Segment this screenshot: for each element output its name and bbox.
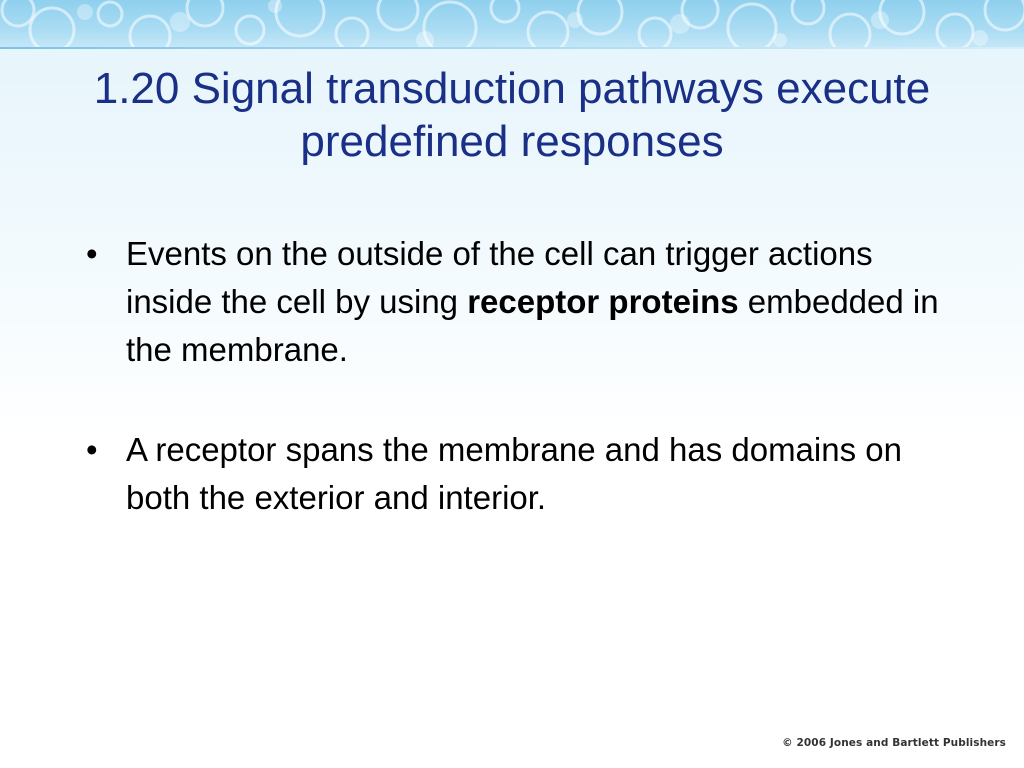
bullet-marker: • [86,235,98,272]
slide-title: 1.20 Signal transduction pathways execut… [93,64,931,166]
bullet-list: • Events on the outside of the cell can … [86,230,946,574]
bullet-bold-term: receptor proteins [467,283,739,320]
bullet-item: • Events on the outside of the cell can … [86,230,946,374]
bullet-text: A receptor spans the membrane and has do… [126,431,902,516]
copyright-notice: © 2006 Jones and Bartlett Publishers [782,737,1006,749]
bullet-item: • A receptor spans the membrane and has … [86,426,946,522]
banner-divider [0,47,1024,49]
bullet-text-start: Events on the outside of the cell can tr… [126,235,873,320]
header-banner [0,0,1024,47]
bullet-text-end: embedded in the membrane. [126,283,939,368]
bubble-pattern-decoration [0,0,1024,47]
bullet-marker: • [86,431,98,468]
